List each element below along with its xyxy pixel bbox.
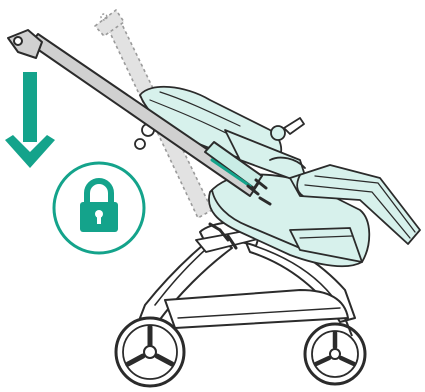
arrow-down-icon: [5, 72, 55, 168]
front-wheel: [305, 318, 365, 384]
rear-wheel: [116, 318, 184, 386]
lock-icon: [54, 163, 144, 253]
